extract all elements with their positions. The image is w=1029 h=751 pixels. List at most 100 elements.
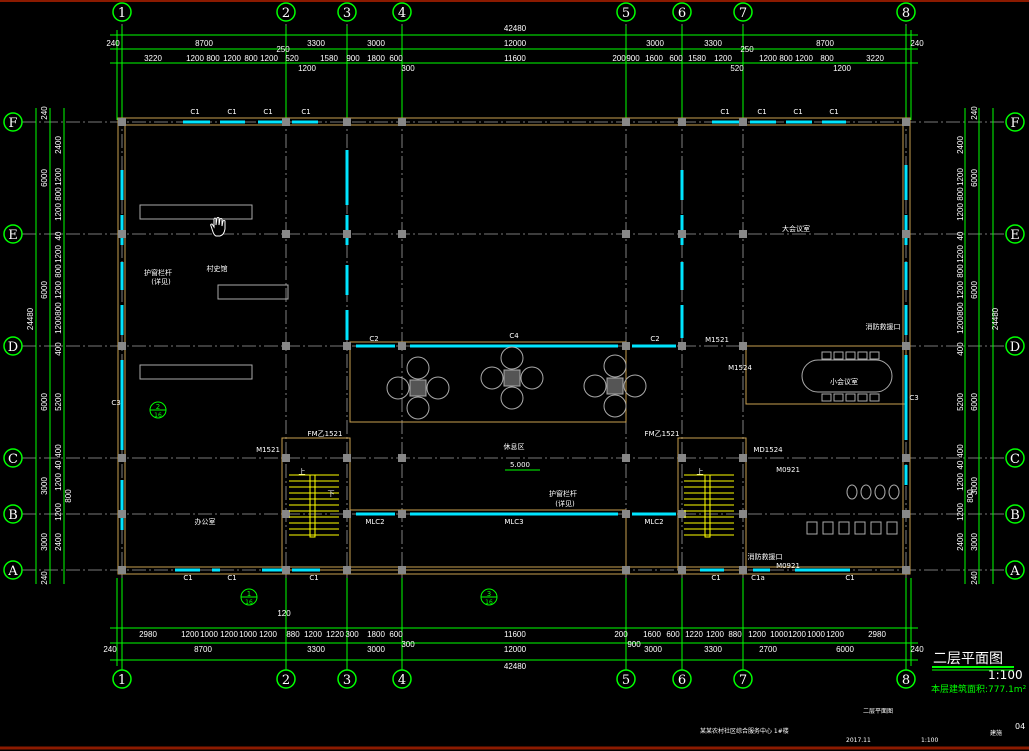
dimension-text: 2980 [868, 630, 886, 639]
column [118, 230, 126, 238]
dimension-text: 2400 [956, 136, 965, 154]
window-label: C1a [751, 574, 765, 582]
column [343, 566, 351, 574]
window-label: C1 [845, 574, 854, 582]
column [282, 230, 290, 238]
column [343, 342, 351, 350]
chair [406, 356, 430, 380]
meeting-chair [869, 351, 880, 360]
chair [500, 346, 524, 370]
chair [500, 386, 524, 410]
title-block-sheet-name: 二层平面图 [863, 708, 893, 715]
stair-handrail [309, 474, 316, 538]
dimension-text: 1000 [239, 630, 257, 639]
dimension-text: 1200 [795, 54, 813, 63]
axis-bubble-A [3, 560, 23, 580]
dimension-text: 3000 [646, 39, 664, 48]
toilet-fixture [846, 484, 858, 500]
window-label: C1 [711, 574, 720, 582]
dimension-text: 800 [956, 187, 965, 201]
dimension-text: 300 [401, 64, 415, 73]
dimension-text: 800 [54, 187, 63, 201]
elevation-label: 5.000 [510, 461, 530, 469]
meeting-chair [833, 393, 844, 402]
dimension-text: 42480 [504, 662, 527, 671]
axis-label-A: A [1009, 564, 1020, 579]
axis-label-F: F [1010, 116, 1019, 131]
dimension-text: 1200 [788, 630, 806, 639]
dimension-text: 1200 [956, 503, 965, 521]
door-label: M1521 [256, 446, 280, 454]
dimension-text: 6000 [40, 169, 49, 187]
axis-label-2: 2 [282, 673, 290, 688]
door-label: MD1524 [753, 446, 783, 454]
dimension-text: 3000 [367, 39, 385, 48]
dimension-text: 600 [389, 54, 403, 63]
annotations: 村史馆大会议室小会议室办公室休息区消防救援口消防救援口5.000上下上护窗栏杆(… [111, 108, 918, 606]
dimension-text: 1000 [200, 630, 218, 639]
column [739, 510, 747, 518]
chair [623, 374, 647, 398]
column [902, 510, 910, 518]
stair-up-label: 上 [697, 467, 704, 476]
axis-label-C: C [8, 452, 18, 467]
furniture [139, 204, 900, 535]
axis-label-C: C [1010, 452, 1020, 467]
column [902, 342, 910, 350]
toilet-fixture [888, 484, 900, 500]
dimension-text: 40 [54, 231, 63, 240]
dimension-text: 240 [970, 106, 979, 120]
dimension-text: 240 [970, 571, 979, 585]
chair [583, 374, 607, 398]
display-board [139, 204, 253, 220]
column [118, 118, 126, 126]
dimension-text: 800 [779, 54, 793, 63]
dimension-text: 2400 [54, 136, 63, 154]
dimension-text: 3000 [970, 533, 979, 551]
column [398, 454, 406, 462]
dimension-text: 240 [40, 106, 49, 120]
dimension-text: 880 [286, 630, 300, 639]
dimension-text: 24480 [26, 307, 35, 330]
dimension-text: 800 [966, 489, 975, 503]
display-board [139, 364, 253, 380]
dimension-text: 6000 [40, 393, 49, 411]
dimension-text: 400 [54, 342, 63, 356]
column [282, 342, 290, 350]
dimension-text: 1200 [826, 630, 844, 639]
window-label: C3 [111, 399, 120, 407]
column [118, 342, 126, 350]
axis-label-6: 6 [678, 673, 686, 688]
floor-area-label: 本层建筑面积:777.1m² [931, 683, 1027, 695]
dimension-text: 800 [244, 54, 258, 63]
axis-bubble-E [3, 224, 23, 244]
axis-bubble-6 [672, 2, 692, 22]
dimension-text: 3300 [704, 39, 722, 48]
dimension-text: 1800 [367, 54, 385, 63]
dimension-text: 600 [666, 630, 680, 639]
column [398, 510, 406, 518]
dimension-text: 1200 [956, 473, 965, 491]
dimension-text: 8700 [195, 39, 213, 48]
dimension-text: 40 [956, 231, 965, 240]
meeting-chair [857, 351, 868, 360]
column [622, 454, 630, 462]
room-label-rest-area: 休息区 [504, 442, 525, 451]
dimension-text: 3000 [40, 533, 49, 551]
dimension-text: 3300 [307, 39, 325, 48]
dimension-text: 1200 [54, 203, 63, 221]
dimension-text: 1200 [223, 54, 241, 63]
fire-rescue-label: 消防救援口 [866, 322, 901, 331]
dimension-text: 2700 [759, 645, 777, 654]
axis-label-1: 1 [118, 673, 126, 688]
room-label-small-meeting: 小会议室 [830, 377, 858, 386]
axis-bubble-7 [733, 2, 753, 22]
dimension-text: 3220 [144, 54, 162, 63]
drawing-title: 二层平面图 [933, 651, 1003, 667]
title-block-sheet-number: 04 [1015, 722, 1025, 731]
axis-label-7: 7 [739, 673, 747, 688]
column [622, 342, 630, 350]
axis-label-5: 5 [622, 6, 630, 21]
door-label: FM乙1521 [308, 430, 343, 438]
